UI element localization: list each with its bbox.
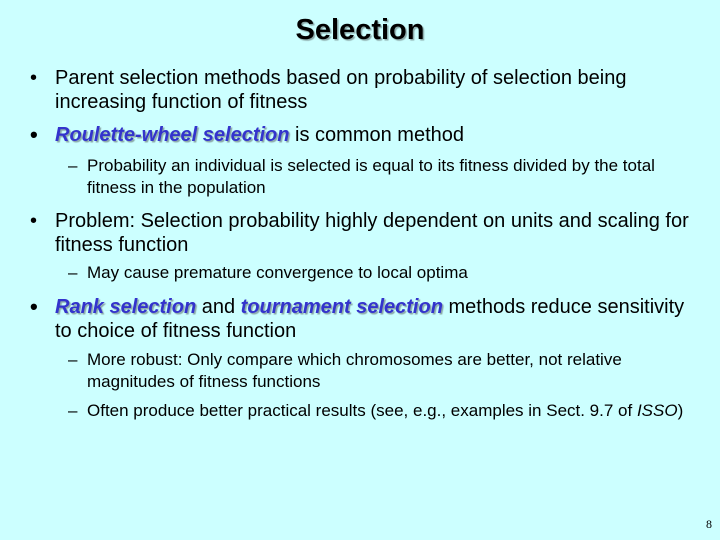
- dash-marker: –: [68, 263, 78, 282]
- bullet-rank-tournament: • Rank selection and tournament selectio…: [30, 295, 695, 343]
- bullet-problem: • Problem: Selection probability highly …: [30, 209, 695, 257]
- subbullet-practical-results: – Often produce better practical results…: [68, 400, 687, 422]
- bullet-marker: •: [30, 294, 38, 319]
- bullet-text: Problem: Selection probability highly de…: [55, 210, 689, 256]
- bullet-text-mid: and: [196, 296, 241, 318]
- subbullet-text-pre: Often produce better practical results (…: [87, 401, 637, 420]
- dash-marker: –: [68, 350, 78, 369]
- page-number: 8: [706, 517, 712, 531]
- subbullet-premature-convergence: – May cause premature convergence to loc…: [68, 262, 687, 284]
- dash-marker: –: [68, 156, 78, 175]
- subbullet-text: Probability an individual is selected is…: [87, 156, 655, 197]
- subbullet-text: More robust: Only compare which chromoso…: [87, 350, 622, 391]
- subbullet-more-robust: – More robust: Only compare which chromo…: [68, 349, 687, 393]
- highlight-roulette-wheel: Roulette-wheel selection: [55, 124, 290, 146]
- book-title-isso: ISSO: [636, 401, 678, 420]
- subbullet-text-post: ): [677, 401, 684, 420]
- subbullet-probability: – Probability an individual is selected …: [68, 155, 687, 199]
- dash-marker: –: [68, 401, 78, 420]
- bullet-marker: •: [30, 122, 38, 147]
- bullet-text: is common method: [289, 124, 465, 146]
- bullet-parent-selection: • Parent selection methods based on prob…: [30, 66, 695, 114]
- highlight-rank-selection: Rank selection: [55, 296, 197, 318]
- bullet-text: methods reduce sensitivity to choice of …: [55, 296, 685, 342]
- slide-title: Selection: [295, 14, 425, 46]
- bullet-roulette-wheel: • Roulette-wheel selection is common met…: [30, 123, 695, 147]
- bullet-marker: •: [30, 210, 38, 232]
- bullet-text: Parent selection methods based on probab…: [55, 67, 627, 113]
- bullet-marker: •: [30, 67, 38, 89]
- subbullet-text: May cause premature convergence to local…: [87, 263, 468, 282]
- highlight-tournament-selection: tournament selection: [240, 296, 443, 318]
